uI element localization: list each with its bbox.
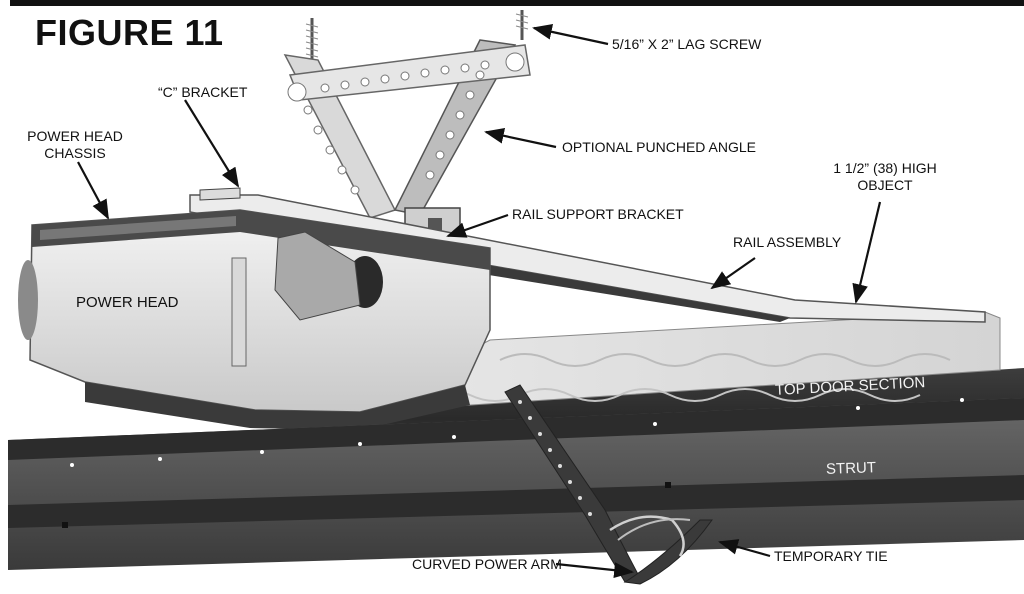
power-head xyxy=(18,209,491,430)
label-chassis-line1: POWER HEAD xyxy=(27,128,123,144)
strut xyxy=(8,398,1024,570)
label-power-head-chassis: POWER HEAD CHASSIS xyxy=(10,128,140,162)
label-power-head: POWER HEAD xyxy=(76,294,179,311)
label-chassis-line2: CHASSIS xyxy=(44,145,106,161)
label-high-object-line1: 1 1/2” (38) HIGH xyxy=(833,160,937,176)
label-temporary-tie: TEMPORARY TIE xyxy=(774,548,888,564)
label-c-bracket: “C” BRACKET xyxy=(158,84,248,100)
figure-title: FIGURE 11 xyxy=(35,12,224,53)
label-lag-screw: 5/16” X 2” LAG SCREW xyxy=(612,36,762,52)
leader-lines xyxy=(77,24,882,579)
label-rail-assembly: RAIL ASSEMBLY xyxy=(733,234,842,250)
label-high-object: 1 1/2” (38) HIGH OBJECT xyxy=(810,160,960,194)
high-object-block xyxy=(364,311,1001,413)
optional-punched-angle xyxy=(283,39,531,219)
top-border xyxy=(10,0,1024,6)
label-rail-support-bracket: RAIL SUPPORT BRACKET xyxy=(512,206,684,222)
label-curved-power-arm: CURVED POWER ARM xyxy=(412,556,562,572)
label-punched-angle: OPTIONAL PUNCHED ANGLE xyxy=(562,139,756,155)
label-strut: STRUT xyxy=(825,459,877,478)
curved-power-arm xyxy=(504,384,713,585)
label-high-object-line2: OBJECT xyxy=(857,177,913,193)
